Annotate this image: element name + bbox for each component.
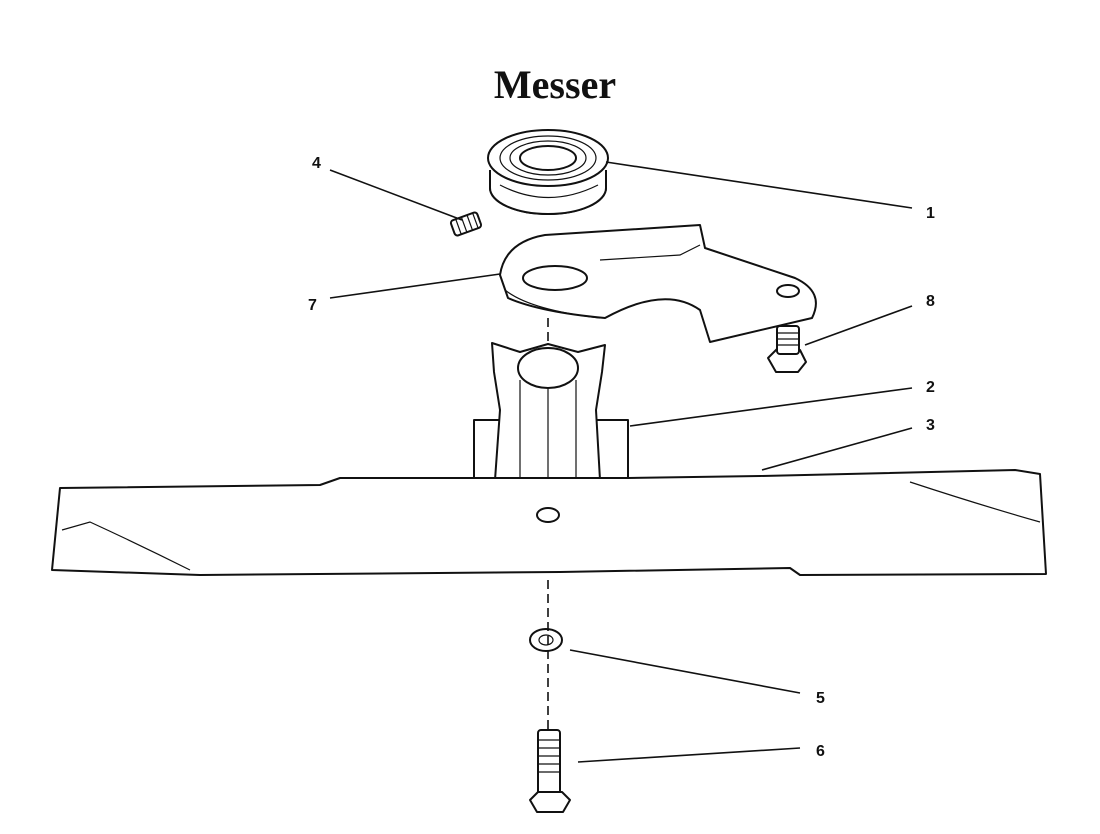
leader-line-1	[605, 161, 913, 209]
callout-6: 6	[816, 743, 825, 760]
callout-3: 3	[926, 417, 935, 434]
part-blade	[51, 469, 1047, 576]
callout-5: 5	[816, 690, 825, 707]
part-pulley	[487, 129, 609, 215]
callout-1: 1	[926, 205, 935, 222]
leader-line-2	[629, 387, 913, 427]
part-hex-bolt	[767, 325, 807, 373]
part-blade-bolt	[529, 729, 571, 813]
callout-7: 7	[308, 297, 317, 314]
leader-line-7	[329, 273, 501, 299]
diagram-title: Messer	[494, 62, 616, 107]
part-set-screw	[449, 211, 483, 237]
part-guard-bracket	[499, 224, 817, 343]
part-blade-adapter	[473, 342, 629, 501]
leader-line-8	[804, 305, 913, 346]
leader-line-6	[577, 747, 801, 763]
callout-4: 4	[312, 155, 321, 172]
callout-2: 2	[926, 379, 935, 396]
leader-line-3	[761, 427, 913, 471]
callout-8: 8	[926, 293, 935, 310]
leader-line-5	[569, 649, 801, 694]
part-washer	[529, 628, 563, 652]
leader-line-4	[329, 169, 463, 221]
